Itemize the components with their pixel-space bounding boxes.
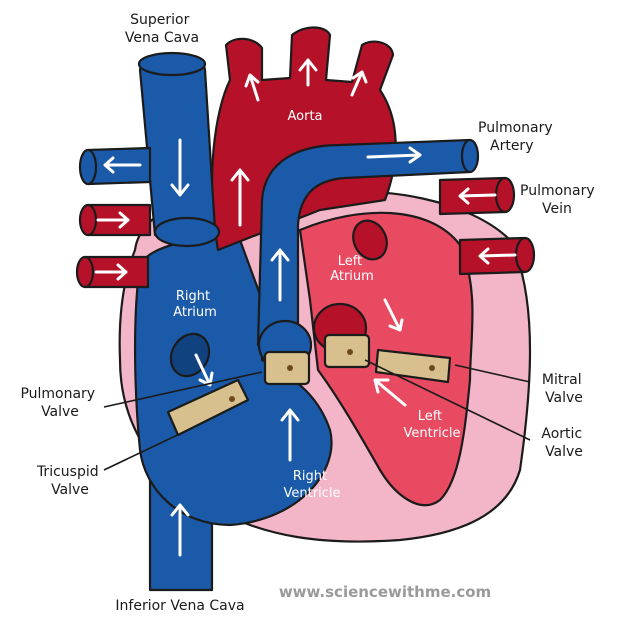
right-pulmonary-veins <box>438 176 536 276</box>
label-aorta: Aorta <box>287 109 322 124</box>
svg-text:Pulmonary Vein: Pulmonary Vein <box>520 183 599 217</box>
svg-text:Right Atrium: Right Atrium <box>173 289 217 320</box>
svg-text:Tricuspid Valve: Tricuspid Valve <box>36 464 103 498</box>
label-right-atrium-2: Atrium <box>173 305 217 320</box>
label-pulmonary-artery-1: Pulmonary <box>478 120 553 136</box>
svg-text:Left Atrium: Left Atrium <box>330 254 374 284</box>
label-pulmonary-artery-2: Artery <box>490 138 533 154</box>
label-right-ventricle-1: Right <box>293 469 327 484</box>
label-left-atrium-2: Atrium <box>330 269 374 284</box>
label-mitral-valve-1: Mitral <box>542 372 582 388</box>
label-pulmonary-vein-1: Pulmonary <box>520 183 595 199</box>
label-tricuspid-valve-1: Tricuspid <box>36 464 99 480</box>
svg-text:Right Ventricle: Right Ventricle <box>284 469 341 501</box>
label-tricuspid-valve-2: Valve <box>51 482 89 498</box>
label-right-ventricle-2: Ventricle <box>284 486 341 501</box>
aorta-arrows <box>230 58 368 227</box>
label-superior-vena-cava-2: Vena Cava <box>125 30 199 46</box>
svg-text:Pulmonary Valve: Pulmonary Valve <box>20 386 99 420</box>
svg-text:Left Ventricle: Left Ventricle <box>404 409 461 441</box>
svg-text:Mitral Valve: Mitral Valve <box>542 372 586 406</box>
label-inferior-vena-cava: Inferior Vena Cava <box>115 598 244 614</box>
pulmonary-valve <box>257 319 313 386</box>
label-left-ventricle-2: Ventricle <box>404 426 461 441</box>
label-pulmonary-valve-2: Valve <box>41 404 79 420</box>
internal-arrows <box>170 298 407 557</box>
label-superior-vena-cava-1: Superior <box>130 12 189 28</box>
label-aortic-valve-2: Valve <box>545 444 583 460</box>
label-pulmonary-vein-2: Vein <box>542 201 572 217</box>
superior-vena-cava <box>78 51 221 248</box>
label-aortic-valve-1: Aortic <box>541 426 582 442</box>
label-right-atrium-1: Right <box>176 289 210 304</box>
aortic-valve <box>312 302 371 369</box>
left-atrium-opening <box>352 219 388 261</box>
left-pulmonary-veins <box>75 203 152 289</box>
watermark-text: www.sciencewithme.com <box>279 583 491 601</box>
label-pulmonary-valve-1: Pulmonary <box>20 386 95 402</box>
svg-text:Aortic Valve: Aortic Valve <box>541 426 586 460</box>
tricuspid-valve <box>166 378 250 437</box>
label-left-ventricle-1: Left <box>418 409 442 424</box>
leader-lines <box>103 359 531 471</box>
svg-text:Superior Vena Cava: Superior Vena Cava <box>125 12 199 46</box>
svg-text:Pulmonary Artery: Pulmonary Artery <box>478 120 557 154</box>
label-left-atrium-1: Left <box>338 254 362 269</box>
label-mitral-valve-2: Valve <box>545 390 583 406</box>
